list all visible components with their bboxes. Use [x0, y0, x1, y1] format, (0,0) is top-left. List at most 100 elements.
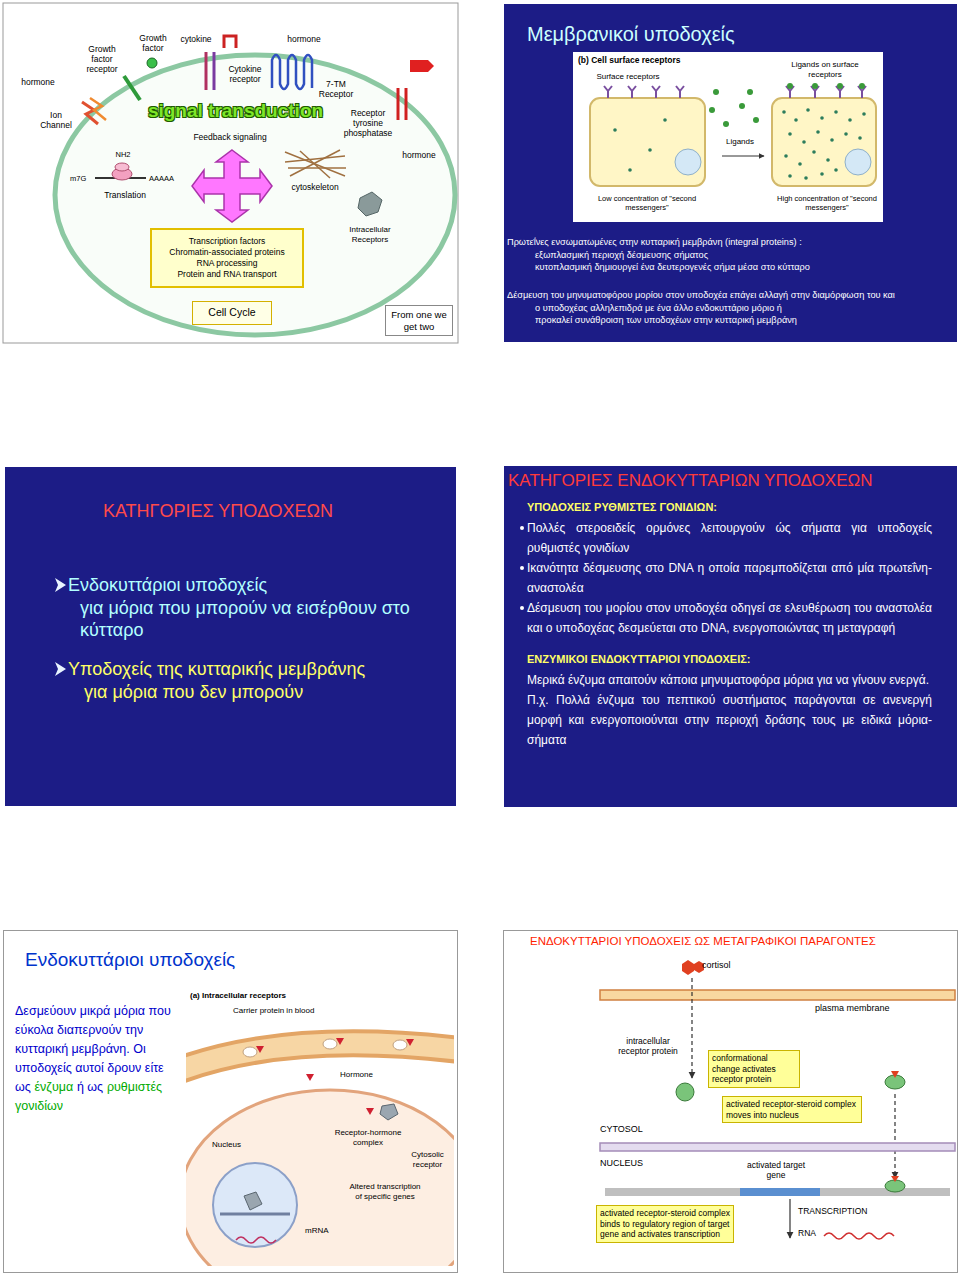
surface-receptor-figure — [794, 118, 798, 122]
intracellular-receptor-symbol — [358, 192, 382, 216]
phosphatase-symbol — [410, 60, 434, 72]
translation-symbol — [115, 163, 129, 171]
cortisol-molecule — [682, 960, 704, 975]
intracellular-receptor-figure — [243, 1039, 407, 1057]
bullet-text: Πολλές στεροειδείς ορμόνες λειτουργούν ώ… — [527, 518, 932, 558]
phosphatase-symbol — [398, 60, 434, 120]
part-label: hormone — [284, 34, 324, 44]
cytoskeleton-symbol — [290, 150, 340, 176]
surface-receptor-figure — [784, 154, 788, 158]
ion-channel-symbol — [90, 98, 106, 120]
surface-receptor-figure — [709, 107, 715, 113]
figure-title: (b) Cell surface receptors — [578, 55, 778, 65]
part-label: m7G — [70, 174, 94, 183]
cytokine-symbol — [224, 36, 236, 48]
bullet-text: Δέσμευση του μορίου στον υποδοχέα οδηγεί… — [527, 598, 932, 638]
surface-receptor-figure — [837, 83, 843, 89]
intracellular-receptor-figure — [186, 1090, 454, 1266]
part-label: CYTOSOL — [600, 1124, 660, 1135]
intracellular-receptor-figure — [236, 1237, 276, 1243]
growth-factor-receptor-symbol — [124, 76, 140, 100]
surface-receptor-figure — [675, 149, 701, 175]
growth-factor-receptor-symbol — [124, 58, 157, 100]
note-box: From one we get two — [385, 305, 453, 336]
body-text: εξωπλασμική περιοχή δέσμευσης σήματος — [535, 249, 955, 262]
part-label: Ion Channel — [36, 110, 76, 130]
part-label: NUCLEUS — [600, 1158, 660, 1169]
surface-receptor-figure — [590, 98, 705, 186]
intracellular-receptor-figure — [380, 1104, 398, 1120]
section-heading: ΥΠΟΔΟΧΕΙΣ ΡΥΘΜΙΣΤΕΣ ΓΟΝΙΔΙΩΝ: — [527, 500, 947, 514]
step-box: activated receptor-steroid complex binds… — [596, 1205, 734, 1243]
phosphatase-symbol — [397, 88, 400, 120]
box-text: Protein and RNA transport — [156, 269, 298, 280]
surface-receptor-figure — [722, 156, 764, 157]
intracellular-receptor-figure — [244, 1192, 262, 1210]
surface-receptor-figure — [604, 86, 866, 98]
surface-receptor-figure — [604, 86, 612, 98]
bullet-text: Ενδοκυττάριοι υποδοχείς — [68, 574, 438, 596]
part-label: mRNA — [305, 1226, 335, 1236]
surface-receptor-figure — [709, 83, 865, 127]
nuclear-membrane — [600, 1143, 955, 1151]
plasma-membrane — [600, 990, 955, 1000]
surface-receptor-figure — [858, 136, 862, 140]
intracellular-receptor-figure — [186, 988, 454, 1266]
surface-receptor-figure — [834, 168, 838, 172]
part-label: Surface receptors — [588, 72, 668, 82]
surface-receptor-figure — [820, 116, 824, 120]
nuclear-membrane — [600, 1143, 955, 1151]
surface-receptor-figure — [652, 86, 660, 98]
slide-panel: ΚΑΤΗΓΟΡΙΕΣ ΕΝΔΟΚΥΤΤΑΡΙΩΝ ΥΠΟΔΟΧΕΩΝ ΥΠΟΔΟΧ… — [503, 465, 958, 808]
surface-receptor-figure — [628, 168, 632, 172]
part-label: NH2 — [110, 150, 136, 159]
plasma-membrane — [600, 990, 955, 1000]
surface-receptor-figure — [845, 149, 871, 175]
intracellular-receptor-figure — [323, 1039, 337, 1049]
info-box: Transcription factorsChromatin-associate… — [150, 228, 304, 288]
receptor-protein — [676, 1083, 694, 1101]
cell-outline — [55, 55, 455, 335]
slide-ground — [503, 3, 958, 343]
surface-receptor-figure — [812, 83, 818, 89]
intracellular-receptor-figure — [336, 1038, 344, 1045]
slide-ground — [503, 930, 958, 1273]
part-label: cytokine — [176, 34, 216, 44]
slide-title: ΚΑΤΗΓΟΡΙΕΣ ΕΝΔΟΚΥΤΤΑΡΙΩΝ ΥΠΟΔΟΧΕΩΝ — [508, 470, 956, 491]
arrow-bullet — [55, 578, 66, 676]
paragraph: Δεσμεύουν μικρά μόρια που εύκολα διαπερν… — [15, 1002, 183, 1116]
part-label: Carrier protein in blood — [233, 1006, 353, 1016]
surface-receptor-figure — [648, 148, 652, 152]
part-label: hormone — [16, 77, 60, 87]
highlight-word: ένζυμα — [35, 1080, 74, 1094]
intracellular-receptor-figure — [186, 1043, 454, 1070]
phosphatase-symbol — [405, 88, 408, 120]
bullet-dot — [520, 606, 524, 610]
body-text: προκαλεί συνάθροιση των υποδοχέων στην κ… — [535, 314, 955, 327]
intracellular-receptor-figure — [366, 1108, 374, 1115]
surface-receptor-figure — [739, 103, 745, 109]
surface-receptor-figure — [723, 121, 729, 127]
receptor-protein — [891, 1071, 899, 1078]
bullet-text: για μόρια που μπορούν να εισέρθουν στο κ… — [80, 597, 420, 641]
part-label: Nucleus — [212, 1140, 252, 1150]
step-box: conformational change activates receptor… — [708, 1050, 800, 1088]
intracellular-receptor-figure — [186, 1043, 454, 1070]
surface-receptor-figure — [830, 138, 834, 142]
surface-receptor-figure — [802, 140, 806, 144]
surface-receptor-figure — [753, 117, 759, 123]
slide-ground — [3, 465, 458, 808]
part-label: Low concentration of "second messengers" — [588, 194, 706, 212]
pathway-arrows — [691, 978, 692, 1078]
intracellular-receptor-figure — [256, 1046, 264, 1053]
part-label: Feedback signaling — [182, 132, 278, 142]
banner-title: signal transduction — [133, 100, 338, 123]
part-label: High concentration of "second messengers… — [772, 194, 882, 212]
box-text: From one we get two — [389, 309, 449, 332]
slide-panel: ΚΑΤΗΓΟΡΙΕΣ ΥΠΟΔΟΧΕΩΝΕνδοκυττάριοι υποδοχ… — [3, 465, 458, 808]
cytoskeleton-symbol — [288, 167, 346, 169]
surface-receptor-figure — [820, 172, 824, 176]
growth-factor-receptor-symbol — [147, 58, 157, 68]
intracellular-receptor-figure — [220, 1213, 290, 1216]
box-text: Transcription factors — [156, 236, 298, 247]
